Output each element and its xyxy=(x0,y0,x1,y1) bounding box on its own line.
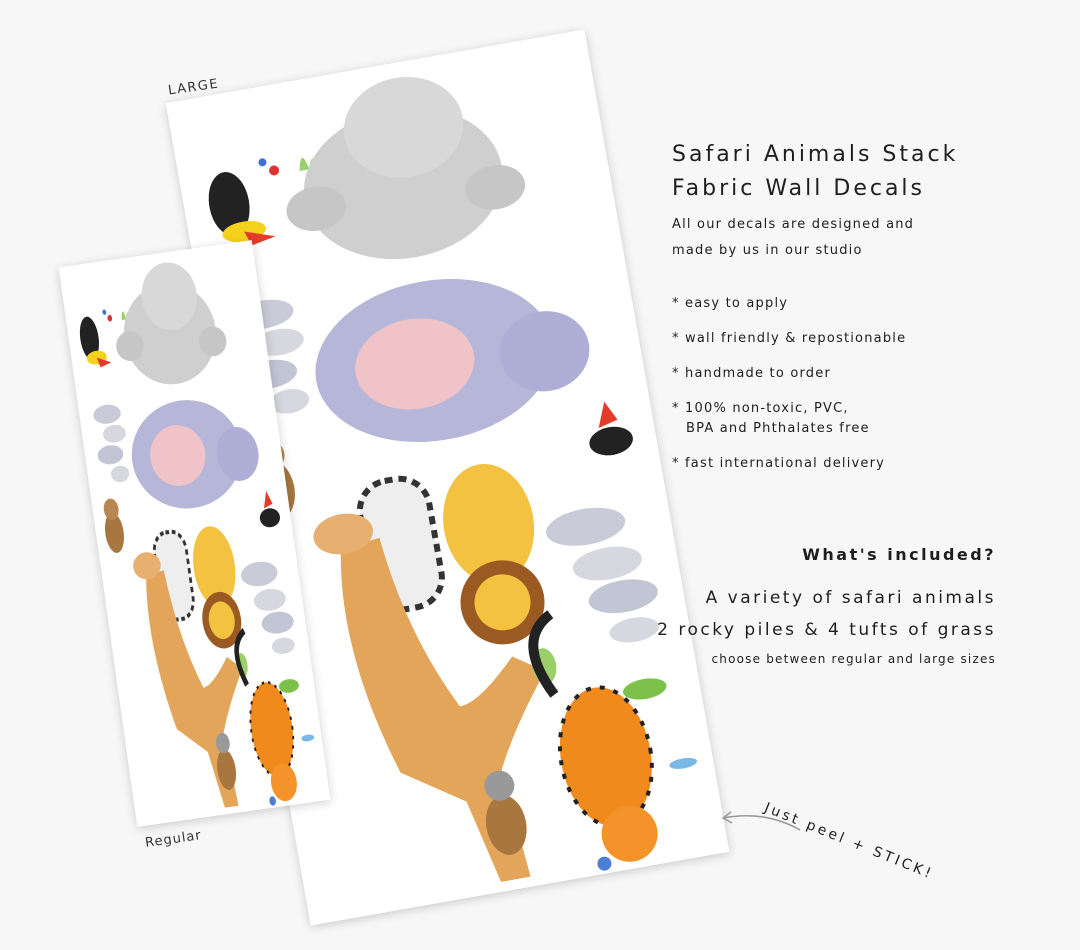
feature-item: * handmade to order xyxy=(672,366,831,381)
subtitle-line-2: made by us in our studio xyxy=(672,243,863,258)
whats-included: What's included? A variety of safari ani… xyxy=(657,545,996,666)
included-note: choose between regular and large sizes xyxy=(711,652,996,666)
decal-sheet-large xyxy=(165,29,730,926)
monkey-illustration xyxy=(215,732,237,790)
rock-pile-illustration xyxy=(93,404,130,483)
hippo-illustration xyxy=(131,400,259,509)
monkey-illustration xyxy=(103,498,124,553)
peel-and-stick-callout: Just peel + STICK! xyxy=(762,800,936,883)
feature-list: * easy to apply * wall friendly & repost… xyxy=(672,294,1072,474)
feature-item: * easy to apply xyxy=(672,296,789,311)
monkey-illustration xyxy=(484,770,527,855)
bird-illustration xyxy=(597,856,612,871)
arrow-icon xyxy=(721,811,801,831)
size-label-regular: Regular xyxy=(144,828,203,851)
feature-item: * fast international delivery xyxy=(672,456,886,471)
hippo-illustration xyxy=(315,278,590,442)
feature-text-continued: BPA and Phthalates free xyxy=(686,421,870,436)
product-title: Safari Animals Stack Fabric Wall Decals xyxy=(672,138,1072,206)
elephant-illustration xyxy=(286,76,526,260)
bird-illustration xyxy=(269,796,276,806)
chameleon-illustration xyxy=(622,678,667,700)
toucan-illustration xyxy=(589,401,633,456)
title-line-1: Safari Animals Stack xyxy=(672,142,959,167)
ladybug-illustration xyxy=(258,158,280,176)
feature-item: * wall friendly & repostionable xyxy=(672,331,907,346)
feature-text: * 100% non-toxic, PVC, xyxy=(672,401,849,416)
included-heading: What's included? xyxy=(802,545,996,564)
toucan-illustration xyxy=(208,172,276,246)
elephant-illustration xyxy=(116,262,227,385)
rock-pile-illustration xyxy=(546,507,660,643)
toucan-illustration xyxy=(79,316,112,368)
dragonfly-illustration xyxy=(669,757,698,769)
lion-illustration xyxy=(443,463,545,645)
rock-pile-illustration xyxy=(241,561,295,654)
tiger-illustration xyxy=(234,627,297,802)
dragonfly-illustration xyxy=(301,734,315,742)
lion-illustration xyxy=(192,526,242,649)
decal-sheet-regular xyxy=(58,240,331,827)
chameleon-illustration xyxy=(278,679,299,693)
included-line-2: 2 rocky piles & 4 tufts of grass xyxy=(657,620,996,640)
giraffe-illustration xyxy=(313,513,546,882)
decal-artwork xyxy=(208,76,698,882)
product-subtitle: All our decals are designed and made by … xyxy=(672,212,1072,264)
tiger-illustration xyxy=(528,610,658,862)
included-line-1: A variety of safari animals xyxy=(705,588,996,608)
title-line-2: Fabric Wall Decals xyxy=(672,176,925,201)
feature-item: * 100% non-toxic, PVC, BPA and Phthalates… xyxy=(672,399,1072,439)
ladybug-illustration xyxy=(102,309,113,322)
toucan-illustration xyxy=(259,490,280,528)
product-info: Safari Animals Stack Fabric Wall Decals … xyxy=(672,138,1072,489)
decal-artwork xyxy=(79,262,315,808)
subtitle-line-1: All our decals are designed and xyxy=(672,217,915,232)
